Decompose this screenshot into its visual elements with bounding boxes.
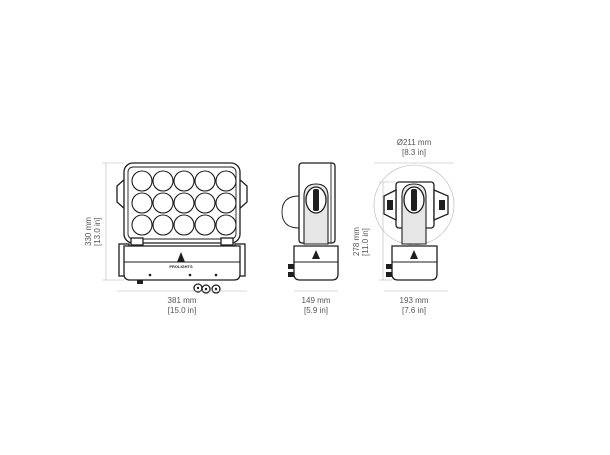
side-depth-in: [5.9 in] [304, 306, 328, 315]
lens [215, 192, 237, 214]
side-view: 149 mm [5.9 in] [281, 162, 339, 315]
lens [215, 170, 237, 192]
front-height-in: [13.0 in] [93, 218, 102, 246]
side-base [293, 245, 339, 281]
rear-height-in: [11.0 in] [361, 228, 370, 256]
lens [173, 170, 195, 192]
front-view: PROLIGHTS 330 mm [13.0 in] 381 mm [15.0 … [84, 162, 248, 315]
lens [131, 214, 153, 236]
side-depth-mm: 149 mm [302, 296, 331, 305]
rear-diameter-mm: Ø211 mm [397, 138, 432, 147]
front-clamp-left [130, 237, 144, 246]
lens [215, 214, 237, 236]
lens [152, 170, 174, 192]
side-handle [281, 195, 300, 229]
base-screw [214, 273, 218, 277]
front-height-mm: 330 mm [84, 217, 93, 246]
connector-pin [204, 287, 208, 291]
lens [194, 170, 216, 192]
rear-logo-icon [410, 250, 418, 259]
side-tilt-lock-icon [313, 189, 319, 211]
front-foot-left [137, 280, 143, 284]
rear-handle-grip-icon [439, 200, 445, 210]
logo-mark-icon [177, 252, 185, 262]
base-screw [188, 273, 192, 277]
front-width-mm: 381 mm [168, 296, 197, 305]
rear-base [391, 245, 438, 281]
rear-connector-icon [386, 272, 392, 277]
connector-pin [196, 286, 200, 290]
lens [194, 192, 216, 214]
rear-tilt-lock-icon [411, 189, 417, 211]
front-clamp-right [220, 237, 234, 246]
front-base [123, 245, 241, 281]
front-width-in: [15.0 in] [168, 306, 196, 315]
rear-handle-grip-icon [387, 200, 393, 210]
lens [152, 214, 174, 236]
rear-diameter-in: [8.3 in] [402, 148, 426, 157]
side-logo-icon [312, 250, 320, 259]
front-brand-text: PROLIGHTS [169, 264, 193, 269]
lens [131, 170, 153, 192]
lens [173, 192, 195, 214]
rear-view: Ø211 mm [8.3 in] 278 mm [11.0 in] 193 mm… [352, 138, 455, 315]
lens [131, 192, 153, 214]
connector-pin [214, 287, 218, 291]
rear-connector-icon [386, 264, 392, 269]
rear-width-mm: 193 mm [400, 296, 429, 305]
rear-height-mm: 278 mm [352, 227, 361, 256]
lens [173, 214, 195, 236]
lens-array [131, 170, 237, 236]
lens [194, 214, 216, 236]
side-connector-icon [288, 272, 294, 277]
swept-diameter-circle [373, 164, 455, 246]
rear-width-in: [7.6 in] [402, 306, 426, 315]
side-connector-icon [288, 264, 294, 269]
front-logo: PROLIGHTS [169, 252, 193, 269]
lens [152, 192, 174, 214]
base-screw [148, 273, 152, 277]
